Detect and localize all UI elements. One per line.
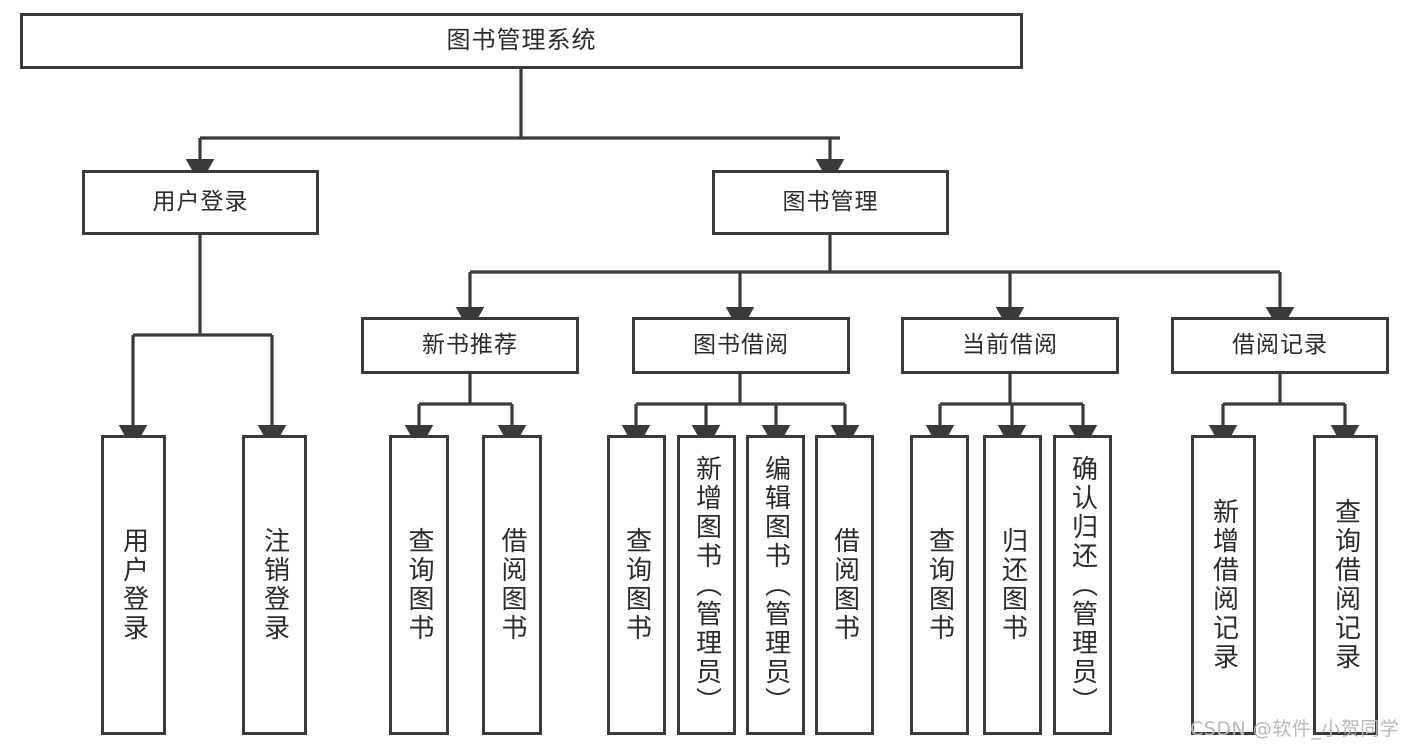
node-current-borrow-label: 当前借阅: [962, 332, 1058, 359]
node-book-manage[interactable]: 图书管理: [712, 170, 949, 235]
node-leaf-borrow-book-1[interactable]: 借阅图书: [482, 435, 542, 735]
node-root-label: 图书管理系统: [446, 26, 597, 55]
node-leaf-query-book-3[interactable]: 查询图书: [910, 435, 969, 735]
node-leaf-borrow-book-1-label: 借阅图书: [497, 527, 527, 643]
node-leaf-query-record-label: 查询借阅记录: [1330, 498, 1361, 672]
node-leaf-logout[interactable]: 注销登录: [242, 435, 307, 735]
node-leaf-user-login[interactable]: 用户登录: [101, 435, 166, 735]
node-leaf-confirm-return-label: 确认归还（管理员）: [1067, 454, 1098, 716]
node-user-login-label: 用户登录: [152, 189, 249, 216]
node-leaf-add-record-label: 新增借阅记录: [1208, 498, 1239, 672]
node-leaf-return-book[interactable]: 归还图书: [983, 435, 1042, 735]
node-leaf-edit-book-admin-label: 编辑图书（管理员）: [760, 454, 791, 716]
node-leaf-add-record[interactable]: 新增借阅记录: [1191, 435, 1256, 735]
node-leaf-query-book-1[interactable]: 查询图书: [389, 435, 449, 735]
node-leaf-query-book-2[interactable]: 查询图书: [607, 435, 666, 735]
node-borrow-record[interactable]: 借阅记录: [1171, 317, 1389, 374]
node-leaf-add-book-admin[interactable]: 新增图书（管理员）: [677, 435, 736, 735]
node-leaf-borrow-book-2-label: 借阅图书: [829, 527, 860, 643]
node-current-borrow[interactable]: 当前借阅: [901, 317, 1119, 374]
node-leaf-add-book-admin-label: 新增图书（管理员）: [691, 454, 722, 716]
node-leaf-confirm-return[interactable]: 确认归还（管理员）: [1053, 435, 1112, 735]
node-book-manage-label: 图书管理: [782, 189, 879, 216]
node-leaf-logout-label: 注销登录: [259, 527, 290, 643]
node-new-book-recommend-label: 新书推荐: [422, 332, 518, 359]
node-borrow-record-label: 借阅记录: [1232, 332, 1328, 359]
node-new-book-recommend[interactable]: 新书推荐: [361, 317, 579, 374]
node-root[interactable]: 图书管理系统: [20, 13, 1023, 69]
node-user-login[interactable]: 用户登录: [82, 170, 319, 235]
node-leaf-return-book-label: 归还图书: [997, 527, 1028, 643]
node-leaf-borrow-book-2[interactable]: 借阅图书: [815, 435, 874, 735]
node-leaf-query-book-1-label: 查询图书: [404, 527, 434, 643]
node-leaf-query-record[interactable]: 查询借阅记录: [1313, 435, 1378, 735]
node-book-borrow[interactable]: 图书借阅: [632, 317, 850, 374]
node-leaf-query-book-2-label: 查询图书: [621, 527, 652, 643]
node-book-borrow-label: 图书借阅: [693, 332, 789, 359]
node-leaf-query-book-3-label: 查询图书: [924, 527, 955, 643]
node-leaf-user-login-label: 用户登录: [118, 527, 149, 643]
node-leaf-edit-book-admin[interactable]: 编辑图书（管理员）: [746, 435, 805, 735]
